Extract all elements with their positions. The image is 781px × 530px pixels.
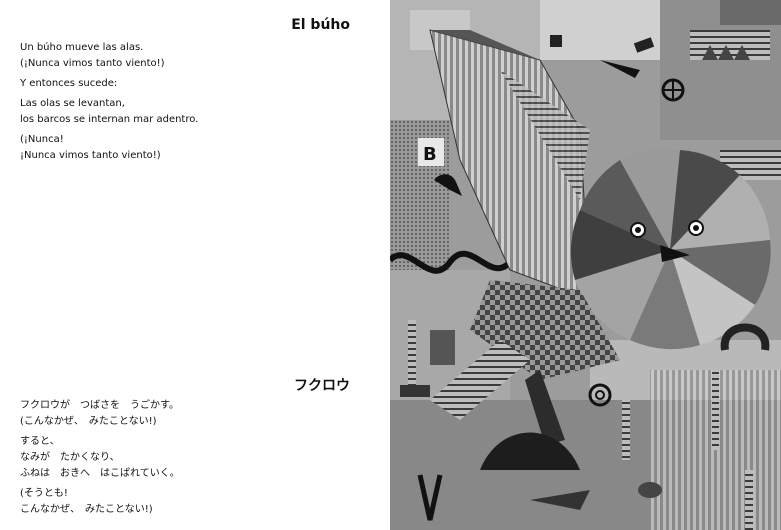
text-page: El búho Un búho mueve las alas. (¡Nunca … [0,0,390,530]
owl-head [570,148,771,350]
text-line: フクロウが つばさを うごかす。 [20,400,179,411]
text-line: los barcos se internan mar adentro. [20,114,199,125]
brush [745,470,753,530]
owl-collage-svg: B [390,0,781,530]
boat [530,490,590,510]
stone [638,482,662,498]
spiral [588,383,612,407]
spanish-stanza-3: Las olas se levantan, los barcos se inte… [20,96,360,128]
mound [480,432,580,470]
text-line: (そうとも! [20,488,68,499]
text-line: ふねは おきへ はこばれていく。 [20,468,180,479]
chimney-right [712,370,719,450]
text-line: Un búho mueve las alas. [20,42,144,53]
japanese-stanza-2: すると、 なみが たかくなり、 ふねは おきへ はこばれていく。 [20,434,360,482]
japanese-stanza-3: (そうとも! こんなかぜ、 みたことない!) [20,486,360,518]
japanese-title: フクロウ [294,378,350,394]
wreath [720,323,770,351]
text-line: ¡Nunca vimos tanto viento!) [20,150,161,161]
spanish-stanza-2: Y entonces sucede: [20,76,360,92]
text-line: すると、 [20,436,60,447]
letter-block [418,138,444,166]
owl-leg-left [430,340,530,420]
text-line: (¡Nunca vimos tanto viento!) [20,58,165,69]
text-line: なみが たかくなり、 [20,452,120,463]
japanese-stanza-1: フクロウが つばさを うごかす。 (こんなかぜ、 みたことない!) [20,398,360,430]
owl-leg-right [525,370,565,445]
small-bird [434,174,462,196]
wave-line [390,251,513,274]
factory-roof [702,45,750,60]
small-object [550,35,562,47]
tool-v [417,474,443,521]
text-line: Y entonces sucede: [20,78,118,89]
text-line: (こんなかぜ、 みたことない!) [20,416,157,427]
arrow-shape [600,60,640,78]
chimney-left [408,320,416,390]
spanish-stanza-1: Un búho mueve las alas. (¡Nunca vimos ta… [20,40,360,72]
spanish-stanza-4: (¡Nunca! ¡Nunca vimos tanto viento!) [20,132,360,164]
chimney-mid [622,400,630,460]
building [430,330,455,365]
spanish-title: El búho [291,17,350,33]
text-line: Las olas se levantan, [20,98,125,109]
owl-beak [660,245,690,262]
text-line: (¡Nunca! [20,134,64,145]
letter-b: B [423,144,437,165]
collage-illustration: B [390,0,781,530]
text-line: こんなかぜ、 みたことない!) [20,504,153,515]
